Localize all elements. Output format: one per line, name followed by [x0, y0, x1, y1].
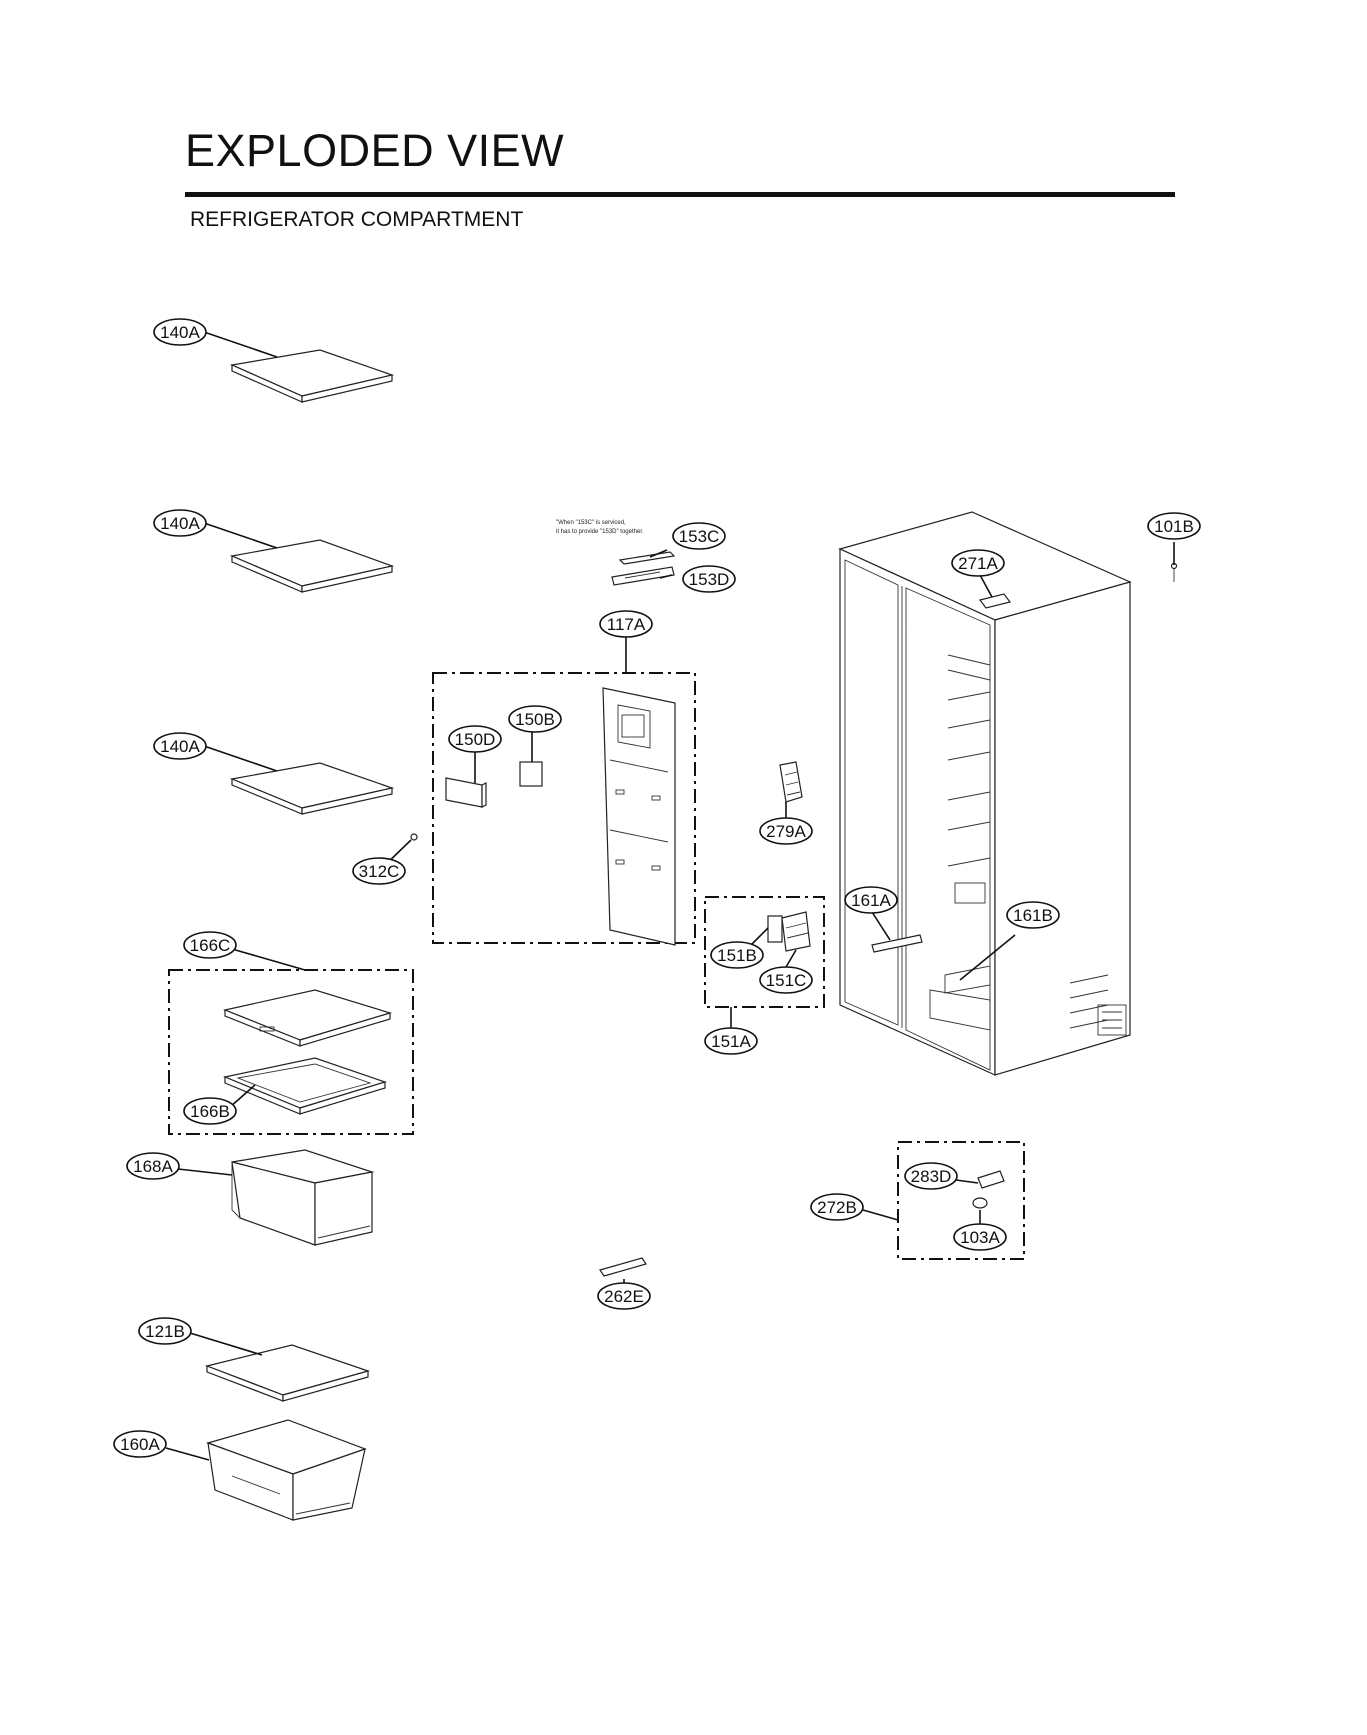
bracket-262e — [599, 1257, 647, 1277]
callout-153c-label: 153C — [679, 527, 720, 546]
callout-160a-label: 160A — [120, 1435, 160, 1454]
callout-150b: 150B — [508, 705, 562, 733]
bracket-153d — [611, 566, 675, 586]
callout-160a: 160A — [113, 1430, 167, 1458]
part-151c — [781, 911, 811, 952]
strip-153c — [618, 551, 676, 565]
callout-150d: 150D — [448, 725, 502, 753]
part-101b — [1170, 562, 1178, 582]
note-line-2: it has to provide "153D" together. — [556, 529, 644, 535]
callout-140a-top-label: 140A — [160, 323, 200, 342]
hinge-283d — [977, 1170, 1005, 1189]
callout-161a-label: 161A — [851, 891, 891, 910]
callout-166c-label: 166C — [190, 936, 231, 955]
callout-117a: 117A — [599, 610, 653, 638]
callout-272b-label: 272B — [817, 1198, 857, 1217]
callout-101b-label: 101B — [1154, 517, 1194, 536]
pcb-150b — [519, 761, 543, 787]
part-151b — [767, 915, 783, 943]
page-subtitle: REFRIGERATOR COMPARTMENT — [190, 208, 524, 231]
callout-151a: 151A — [704, 1027, 758, 1055]
callout-279a-label: 279A — [766, 822, 806, 841]
callout-103a-label: 103A — [960, 1228, 1000, 1247]
callout-140a-top: 140A — [153, 318, 207, 346]
callout-151c-label: 151C — [766, 971, 807, 990]
page-title: EXPLODED VIEW — [185, 125, 565, 176]
callout-262e-label: 262E — [604, 1287, 644, 1306]
display-pcb-150d — [445, 777, 487, 808]
callout-121b: 121B — [138, 1317, 192, 1345]
callout-166b: 166B — [183, 1097, 237, 1125]
callout-153d: 153D — [682, 565, 736, 593]
callout-153d-label: 153D — [689, 570, 730, 589]
callout-101b: 101B — [1147, 512, 1201, 540]
callout-166b-label: 166B — [190, 1102, 230, 1121]
callout-140a-lower: 140A — [153, 732, 207, 760]
cover-121b — [204, 1344, 371, 1402]
group-box-272b — [897, 1141, 1025, 1260]
shelf-140a-middle — [229, 539, 395, 593]
title-rule — [185, 192, 1175, 197]
shelf-140a-lower — [229, 762, 395, 815]
callout-161a: 161A — [844, 886, 898, 914]
callout-312c-label: 312C — [359, 862, 400, 881]
callout-103a: 103A — [953, 1223, 1007, 1251]
group-box-117a — [432, 672, 696, 944]
group-box-166c — [168, 969, 414, 1135]
screw-312c — [410, 833, 418, 841]
callout-140a-middle: 140A — [153, 509, 207, 537]
callout-153c: 153C — [672, 522, 726, 550]
callout-161b-label: 161B — [1013, 906, 1053, 925]
drawer-168a — [231, 1149, 375, 1246]
shelf-cover-166c — [222, 989, 393, 1047]
note-line-1: "When "153C" is serviced, — [556, 520, 626, 526]
callout-272b: 272B — [810, 1193, 864, 1221]
callout-151c: 151C — [759, 966, 813, 994]
callout-166c: 166C — [183, 931, 237, 959]
callout-168a-label: 168A — [133, 1157, 173, 1176]
callout-312c: 312C — [352, 857, 406, 885]
part-279a — [779, 761, 803, 803]
hinge-271a — [978, 593, 1012, 609]
callout-140a-lower-label: 140A — [160, 737, 200, 756]
callout-151b: 151B — [710, 941, 764, 969]
callout-140a-middle-label: 140A — [160, 514, 200, 533]
callout-161b: 161B — [1006, 901, 1060, 929]
callout-151a-label: 151A — [711, 1032, 751, 1051]
callout-117a-label: 117A — [607, 615, 646, 634]
callout-168a: 168A — [126, 1152, 180, 1180]
callout-271a: 271A — [951, 549, 1005, 577]
shelf-140a-top — [229, 349, 395, 403]
callout-262e: 262E — [597, 1282, 651, 1310]
drawer-160a — [206, 1419, 367, 1521]
control-panel-117a — [602, 687, 676, 946]
callout-150b-label: 150B — [515, 710, 555, 729]
callout-151b-label: 151B — [717, 946, 757, 965]
group-box-151a — [704, 896, 825, 1008]
callout-271a-label: 271A — [958, 554, 998, 573]
callout-283d-label: 283D — [911, 1167, 952, 1186]
callout-283d: 283D — [904, 1162, 958, 1190]
cap-103a — [972, 1197, 988, 1209]
part-161b — [944, 965, 991, 994]
refrigerator-cabinet — [838, 511, 1132, 1076]
callout-279a: 279A — [759, 817, 813, 845]
callout-150d-label: 150D — [455, 730, 496, 749]
callout-121b-label: 121B — [145, 1322, 185, 1341]
crisper-frame-166b — [222, 1057, 387, 1115]
part-161a — [871, 934, 923, 953]
